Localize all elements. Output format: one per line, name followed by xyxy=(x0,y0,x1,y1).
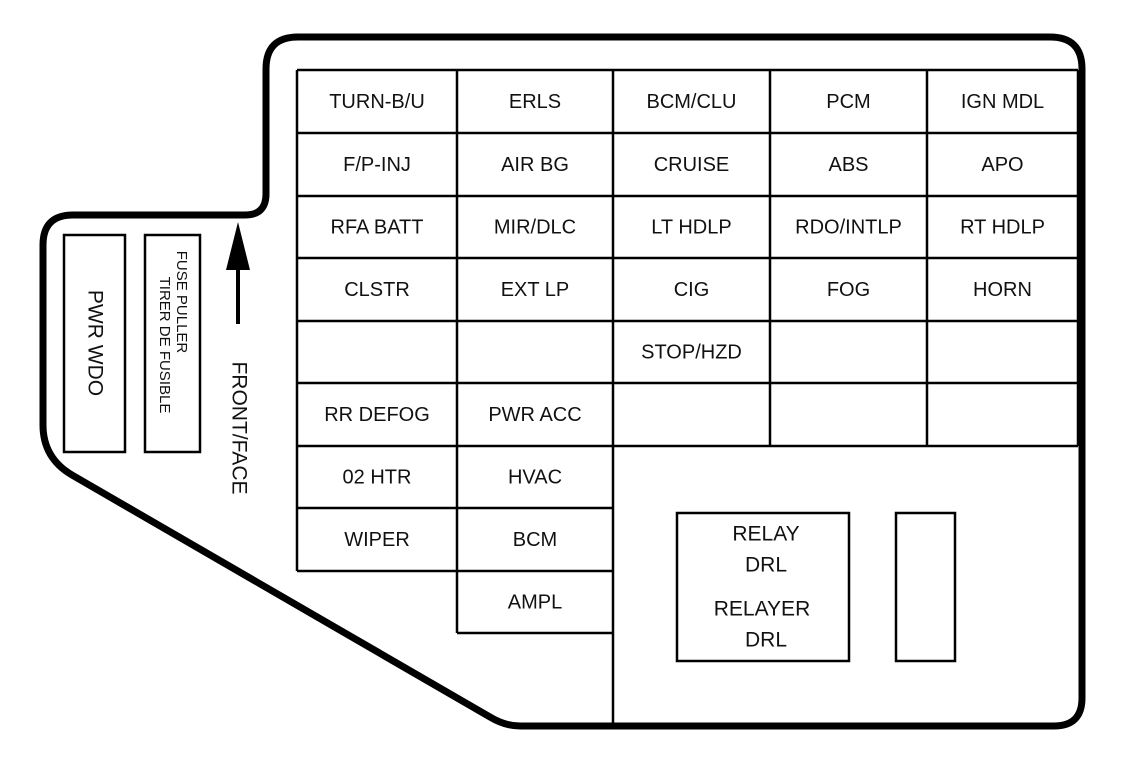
pwr-wdo-label: PWR WDO xyxy=(83,290,106,396)
fuse-label: EXT LP xyxy=(501,279,570,301)
fuse-label: CIG xyxy=(674,279,710,301)
relay-label-line1: RELAY xyxy=(732,523,799,546)
fuse-label: CLSTR xyxy=(344,279,410,301)
relay-drl-slot xyxy=(675,511,851,663)
fuse-label: FOG xyxy=(827,279,870,301)
fuse-puller-label-fr: TIRER DE FUSIBLE xyxy=(156,277,173,414)
fuse-label: APO xyxy=(981,154,1023,176)
fuse-label: AMPL xyxy=(508,591,562,613)
fuse-label: PWR ACC xyxy=(488,404,581,426)
fuse-label: HVAC xyxy=(508,466,562,488)
fuse-label: CRUISE xyxy=(654,154,730,176)
fuse-puller-label: FUSE PULLER xyxy=(173,251,190,354)
relay-label-line4: DRL xyxy=(745,629,787,652)
fuse-label: F/P-INJ xyxy=(343,154,411,176)
fuse-label: STOP/HZD xyxy=(641,341,742,363)
fuse-label: MIR/DLC xyxy=(494,216,576,238)
fuse-label: 02 HTR xyxy=(343,466,412,488)
fuse-label: RT HDLP xyxy=(960,216,1045,238)
fuse-label: IGN MDL xyxy=(961,91,1044,113)
fuse-label: ERLS xyxy=(509,91,561,113)
spare-slot xyxy=(894,511,957,663)
fuse-puller-slot xyxy=(143,233,202,454)
fuse-label: RDO/INTLP xyxy=(795,216,902,238)
fuse-label: RFA BATT xyxy=(331,216,424,238)
relay-label-line3: RELAYER xyxy=(714,598,810,621)
fuse-label: WIPER xyxy=(344,529,410,551)
pwr-wdo-slot xyxy=(62,233,127,454)
fuse-labels: TURN-B/U ERLS BCM/CLU PCM IGN MDL F/P-INJ AIR … xyxy=(324,91,1045,614)
fuse-label: RR DEFOG xyxy=(324,404,430,426)
fuse-label: LT HDLP xyxy=(651,216,731,238)
relay-label-line2: DRL xyxy=(745,554,787,577)
fuse-grid-lines xyxy=(295,68,1080,724)
front-face-label: FRONT/FACE xyxy=(227,361,250,494)
fuse-label: ABS xyxy=(828,154,868,176)
fuse-label: BCM/CLU xyxy=(646,91,736,113)
arrow-up-icon xyxy=(226,222,250,324)
fuse-label: HORN xyxy=(973,279,1032,301)
fuse-label: TURN-B/U xyxy=(329,91,425,113)
fuse-label: PCM xyxy=(826,91,870,113)
fuse-label: AIR BG xyxy=(501,154,569,176)
fuse-label: BCM xyxy=(513,529,557,551)
